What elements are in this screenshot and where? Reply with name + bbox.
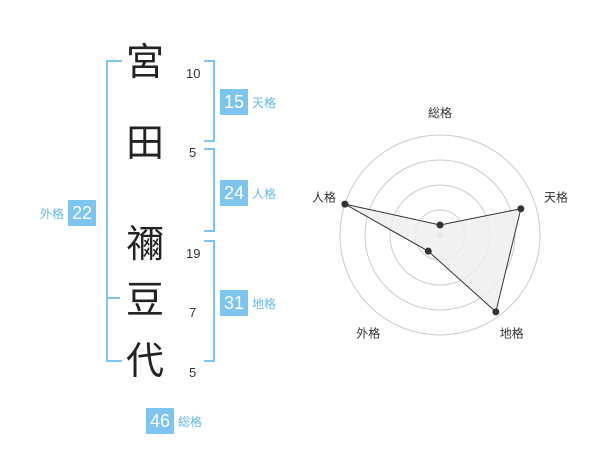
stroke-count-4: 7 [189, 305, 197, 320]
gaikaku-bracket [106, 60, 122, 362]
stroke-count-5: 5 [189, 365, 197, 380]
radar-axis-label-0: 総格 [428, 105, 452, 120]
chikaku-value: 31 [220, 290, 248, 316]
radar-polygon [344, 203, 522, 313]
name-char-4: 豆 [125, 278, 164, 322]
stroke-count-3: 19 [186, 246, 201, 261]
tenkaku-label: 天格 [252, 95, 277, 110]
radar-point-3 [424, 247, 432, 255]
chikaku-badge: 31 地格 [220, 290, 276, 316]
gaikaku-bracket-tick [106, 297, 120, 299]
tenkaku-bracket [204, 60, 215, 142]
gaikaku-label: 外格 [40, 206, 65, 221]
tenkaku-value: 15 [220, 89, 248, 115]
radar-axis-label-1: 天格 [544, 189, 568, 204]
stroke-count-1: 10 [186, 66, 201, 81]
stroke-count-2: 5 [189, 145, 197, 160]
radar-axis-label-3: 外格 [356, 326, 380, 341]
radar-ring-3 [364, 159, 516, 311]
radar-point-0 [436, 221, 444, 229]
chikaku-label: 地格 [252, 296, 277, 311]
radar-axis-label-4: 人格 [312, 189, 336, 204]
fortune-radar-chart: 総格天格地格 外格 人格 [290, 105, 590, 360]
gaikaku-value: 22 [68, 200, 97, 226]
gaikaku-badge: 外格 22 [40, 200, 97, 226]
soukaku-value: 46 [146, 408, 174, 434]
name-char-1: 宮 [125, 40, 164, 84]
name-char-3: 禰 [125, 222, 164, 266]
name-char-5: 代 [125, 339, 164, 383]
radar-point-2 [492, 308, 500, 316]
radar-point-4 [341, 200, 349, 208]
soukaku-label: 総格 [178, 414, 203, 429]
radar-point-1 [517, 205, 525, 213]
radar-ring-4 [339, 134, 541, 336]
name-char-2: 田 [125, 121, 164, 165]
jinkaku-badge: 24 人格 [220, 180, 276, 206]
tenkaku-badge: 15 天格 [220, 89, 276, 115]
jinkaku-value: 24 [220, 180, 248, 206]
jinkaku-bracket [204, 148, 215, 232]
soukaku-badge: 46 総格 [146, 408, 202, 434]
radar-axis-label-2: 地格 [500, 326, 524, 341]
jinkaku-label: 人格 [252, 186, 277, 201]
chikaku-bracket [204, 240, 215, 362]
